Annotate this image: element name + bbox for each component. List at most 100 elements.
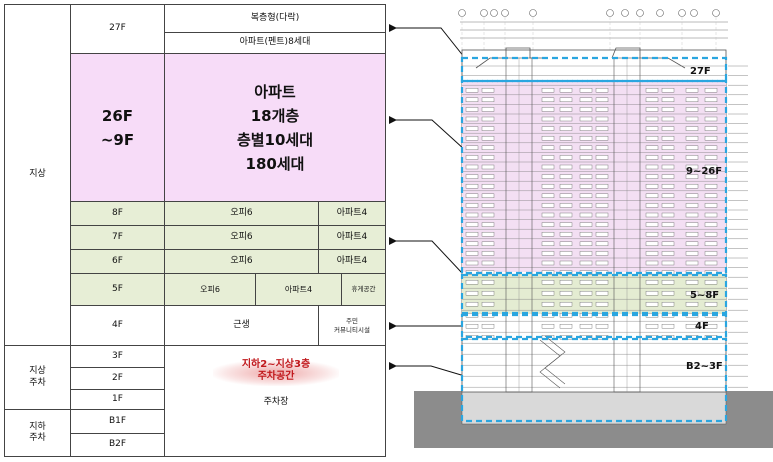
window bbox=[579, 107, 593, 112]
window bbox=[579, 222, 593, 227]
window bbox=[595, 174, 609, 179]
window bbox=[481, 291, 495, 296]
window bbox=[645, 241, 659, 247]
window bbox=[685, 280, 699, 285]
window bbox=[595, 135, 609, 141]
window bbox=[661, 324, 675, 329]
cell-8-office: 오피6 bbox=[164, 201, 319, 226]
window bbox=[559, 280, 573, 285]
window bbox=[685, 324, 699, 329]
cell-7-apt-label: 아파트4 bbox=[336, 231, 368, 242]
window bbox=[481, 145, 495, 151]
window bbox=[595, 302, 609, 307]
window bbox=[559, 155, 573, 160]
window bbox=[595, 203, 609, 208]
window bbox=[704, 183, 718, 189]
window bbox=[685, 145, 699, 151]
window bbox=[465, 291, 479, 296]
window bbox=[595, 241, 609, 247]
cell-4-community-label: 주민 커뮤니티시설 bbox=[334, 317, 370, 334]
cell-5-apt: 아파트4 bbox=[255, 273, 342, 306]
window bbox=[645, 164, 659, 170]
cell-8-office-label: 오피6 bbox=[230, 207, 253, 218]
cell-7-apt: 아파트4 bbox=[318, 225, 386, 250]
window bbox=[645, 135, 659, 141]
window bbox=[541, 251, 555, 256]
window bbox=[704, 302, 718, 307]
parking-note-highlight bbox=[213, 360, 339, 386]
window bbox=[465, 324, 479, 329]
window bbox=[579, 251, 593, 256]
window bbox=[645, 87, 659, 93]
window bbox=[645, 324, 659, 329]
window bbox=[595, 97, 609, 103]
window bbox=[595, 145, 609, 151]
zone-label-4f: 4F bbox=[695, 321, 709, 332]
window bbox=[645, 183, 659, 189]
window bbox=[704, 135, 718, 141]
window bbox=[704, 241, 718, 247]
window bbox=[661, 116, 675, 122]
window bbox=[661, 183, 675, 189]
window bbox=[661, 164, 675, 170]
cell-5-apt-label: 아파트4 bbox=[284, 284, 313, 294]
window bbox=[704, 260, 718, 266]
zone-27f-outline bbox=[460, 56, 728, 83]
window bbox=[481, 260, 495, 266]
window bbox=[541, 193, 555, 199]
window bbox=[661, 291, 675, 296]
window bbox=[481, 126, 495, 131]
floor-8-label: 8F bbox=[112, 207, 123, 218]
window bbox=[579, 116, 593, 122]
grid-bubbles bbox=[458, 9, 720, 17]
window bbox=[685, 87, 699, 93]
window bbox=[559, 87, 573, 93]
window bbox=[685, 222, 699, 227]
window bbox=[579, 183, 593, 189]
window bbox=[579, 126, 593, 131]
window bbox=[595, 116, 609, 122]
window bbox=[661, 212, 675, 218]
window bbox=[704, 212, 718, 218]
window bbox=[579, 164, 593, 170]
window bbox=[465, 97, 479, 103]
window bbox=[595, 164, 609, 170]
window bbox=[579, 193, 593, 199]
window bbox=[559, 251, 573, 256]
window bbox=[645, 116, 659, 122]
window bbox=[541, 203, 555, 208]
window bbox=[481, 222, 495, 227]
window bbox=[704, 116, 718, 122]
window bbox=[465, 241, 479, 247]
underground-block bbox=[461, 390, 727, 425]
window bbox=[579, 241, 593, 247]
window bbox=[595, 324, 609, 329]
window bbox=[559, 302, 573, 307]
window bbox=[645, 203, 659, 208]
window bbox=[579, 155, 593, 160]
top-dimension-lines bbox=[460, 21, 728, 39]
cell-6-apt: 아파트4 bbox=[318, 249, 386, 274]
window bbox=[559, 97, 573, 103]
window bbox=[541, 126, 555, 131]
parking-note: 지하2~지상3층 주차공간 bbox=[241, 359, 311, 382]
floor-26-9-label: 26F ~9F bbox=[100, 106, 135, 149]
window bbox=[645, 97, 659, 103]
window bbox=[661, 126, 675, 131]
window bbox=[465, 174, 479, 179]
window bbox=[645, 174, 659, 179]
window bbox=[481, 231, 495, 237]
window bbox=[704, 324, 718, 329]
level-ticks bbox=[728, 65, 748, 388]
zone-label-b2-3f: B2~3F bbox=[686, 361, 723, 372]
group-below-parking-label: 지하 주차 bbox=[29, 421, 46, 443]
window bbox=[704, 231, 718, 237]
floor-b1-label: B1F bbox=[108, 415, 127, 426]
window bbox=[481, 241, 495, 247]
parking-ramp bbox=[539, 335, 566, 389]
window bbox=[579, 280, 593, 285]
window bbox=[541, 174, 555, 179]
zone-label-27f: 27F bbox=[690, 66, 711, 77]
floor-b2-label: B2F bbox=[108, 439, 127, 450]
window bbox=[465, 280, 479, 285]
